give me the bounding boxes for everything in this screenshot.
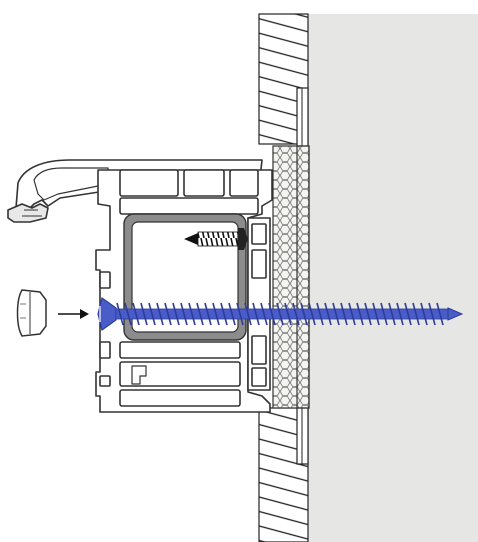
insulation-edge xyxy=(296,145,310,409)
insert-arrow-icon xyxy=(58,309,89,319)
self-drilling-screw xyxy=(184,228,248,250)
screw-tip xyxy=(447,307,464,321)
screw-shank xyxy=(115,308,449,320)
insulation xyxy=(272,145,310,409)
wall-masonry-lower xyxy=(258,403,309,542)
wall-masonry-upper xyxy=(258,13,309,151)
wall-render xyxy=(308,14,478,542)
cover-cap xyxy=(16,289,47,337)
frame-anchor-screw xyxy=(97,296,464,332)
